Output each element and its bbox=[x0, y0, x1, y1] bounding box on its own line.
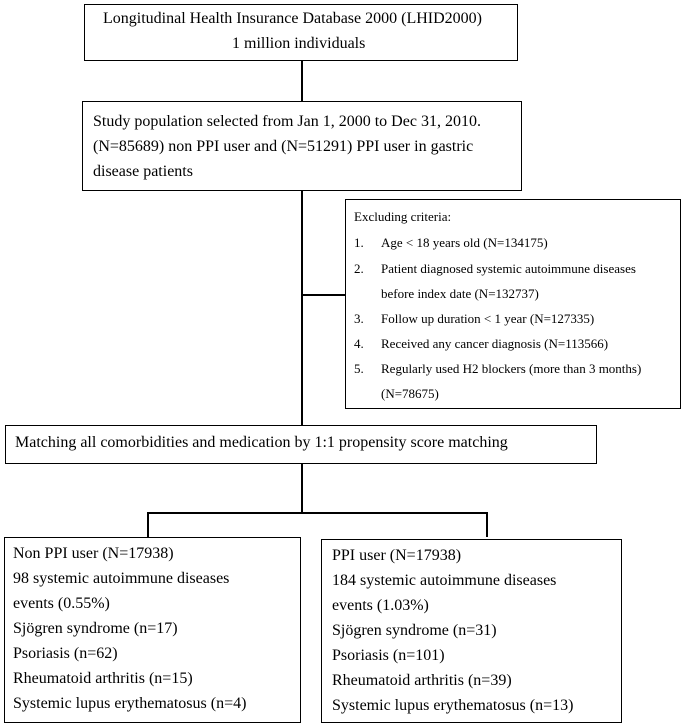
exclusion-title: Excluding criteria: bbox=[354, 209, 452, 224]
exclusion-item-1-text: Age < 18 years old (N=134175) bbox=[381, 235, 548, 250]
ppi-line1: PPI user (N=17938) bbox=[332, 547, 462, 564]
study-population-line1: Study population selected from Jan 1, 20… bbox=[93, 113, 481, 130]
database-box: Longitudinal Health Insurance Database 2… bbox=[84, 4, 518, 61]
connector-2-4 bbox=[301, 190, 303, 425]
exclusion-item-4-text: Received any cancer diagnosis (N=113566) bbox=[381, 336, 609, 351]
matching-text: Matching all comorbidities and medicatio… bbox=[15, 434, 508, 451]
ppi-line5: Psoriasis (n=101) bbox=[332, 647, 445, 664]
ppi-box: PPI user (N=17938) 184 systemic autoimmu… bbox=[321, 539, 622, 723]
non-ppi-line7: Systemic lupus erythematosus (n=4) bbox=[13, 695, 247, 712]
connector-split-right bbox=[486, 512, 488, 537]
database-title: Longitudinal Health Insurance Database 2… bbox=[103, 10, 482, 27]
ppi-line6: Rheumatoid arthritis (n=39) bbox=[332, 672, 512, 689]
connector-split-left bbox=[147, 512, 149, 537]
exclusion-item-5-num: 5. bbox=[354, 361, 364, 376]
exclusion-item-2-text-cont: before index date (N=132737) bbox=[381, 286, 539, 301]
ppi-line3: events (1.03%) bbox=[332, 597, 429, 614]
connector-4-split bbox=[301, 463, 303, 513]
study-population-box: Study population selected from Jan 1, 20… bbox=[82, 101, 522, 191]
non-ppi-line5: Psoriasis (n=62) bbox=[13, 645, 118, 662]
ppi-line2: 184 systemic autoimmune diseases bbox=[332, 572, 557, 589]
database-count: 1 million individuals bbox=[232, 35, 366, 52]
exclusion-item-1-num: 1. bbox=[354, 235, 364, 250]
ppi-line7: Systemic lupus erythematosus (n=13) bbox=[332, 697, 574, 714]
non-ppi-line4: Sjögren syndrome (n=17) bbox=[13, 620, 178, 637]
study-population-line3: disease patients bbox=[93, 163, 193, 180]
non-ppi-line3: events (0.55%) bbox=[13, 595, 110, 612]
connector-split-horizontal bbox=[147, 512, 487, 514]
exclusion-item-3-num: 3. bbox=[354, 311, 364, 326]
non-ppi-line1: Non PPI user (N=17938) bbox=[13, 545, 174, 562]
connector-exclusion bbox=[302, 294, 346, 296]
matching-box: Matching all comorbidities and medicatio… bbox=[5, 425, 597, 464]
exclusion-criteria-box: Excluding criteria: 1. Age < 18 years ol… bbox=[345, 199, 681, 409]
connector-1-2 bbox=[301, 60, 303, 102]
non-ppi-line6: Rheumatoid arthritis (n=15) bbox=[13, 670, 193, 687]
non-ppi-box: Non PPI user (N=17938) 98 systemic autoi… bbox=[4, 537, 301, 723]
exclusion-item-4-num: 4. bbox=[354, 336, 364, 351]
study-population-line2: (N=85689) non PPI user and (N=51291) PPI… bbox=[93, 138, 474, 155]
exclusion-item-2-text: Patient diagnosed systemic autoimmune di… bbox=[381, 261, 636, 276]
non-ppi-line2: 98 systemic autoimmune diseases bbox=[13, 570, 230, 587]
ppi-line4: Sjögren syndrome (n=31) bbox=[332, 622, 497, 639]
exclusion-item-5-text: Regularly used H2 blockers (more than 3 … bbox=[381, 361, 642, 376]
exclusion-item-5-text-cont: (N=78675) bbox=[381, 386, 439, 401]
exclusion-item-3-text: Follow up duration < 1 year (N=127335) bbox=[381, 311, 595, 326]
exclusion-item-2-num: 2. bbox=[354, 261, 364, 276]
